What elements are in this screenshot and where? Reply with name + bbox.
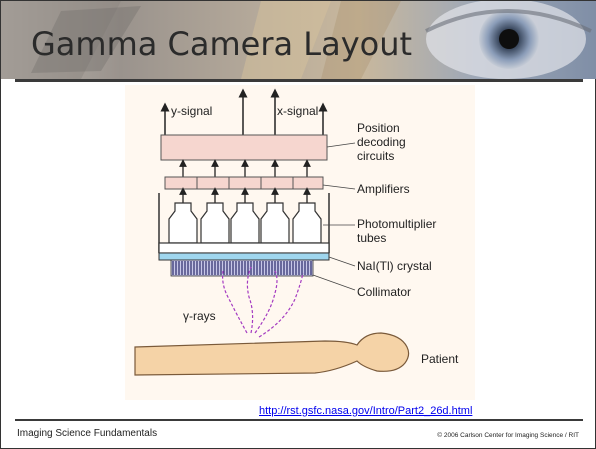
title-divider bbox=[15, 79, 583, 82]
patient-label: Patient bbox=[421, 352, 459, 366]
footer-divider bbox=[15, 419, 583, 421]
amplifier-row bbox=[165, 177, 323, 189]
y-signal-label: y-signal bbox=[171, 104, 212, 118]
crystal bbox=[159, 253, 329, 260]
position-decoding-box bbox=[161, 135, 327, 160]
photomultiplier-label-1: Photomultiplier bbox=[357, 217, 436, 231]
footer-copyright: © 2006 Carlson Center for Imaging Scienc… bbox=[437, 432, 579, 439]
photomultiplier-tubes bbox=[169, 203, 321, 243]
amplifiers-label: Amplifiers bbox=[357, 182, 410, 196]
collimator-label: Collimator bbox=[357, 285, 411, 299]
position-decoding-label-1: Position bbox=[357, 121, 400, 135]
amplifier-arrows bbox=[183, 163, 307, 177]
position-decoding-label-3: circuits bbox=[357, 149, 394, 163]
page-title: Gamma Camera Layout bbox=[31, 25, 412, 63]
patient-figure bbox=[135, 333, 409, 375]
tube-arrows bbox=[183, 191, 307, 203]
gamma-ray-paths bbox=[223, 267, 303, 337]
footer-course-title: Imaging Science Fundamentals bbox=[17, 428, 157, 439]
title-banner: Gamma Camera Layout bbox=[1, 1, 596, 79]
gamma-rays-label: γ-rays bbox=[183, 309, 216, 323]
photomultiplier-label-2: tubes bbox=[357, 231, 386, 245]
crystal-label: NaI(Tl) crystal bbox=[357, 259, 432, 273]
light-guide bbox=[159, 243, 329, 253]
collimator bbox=[171, 260, 313, 276]
source-link[interactable]: http://rst.gsfc.nasa.gov/Intro/Part2_26d… bbox=[259, 405, 472, 417]
gamma-camera-diagram: y-signal x-signal Position decoding circ… bbox=[125, 85, 475, 400]
x-signal-label: x-signal bbox=[277, 104, 318, 118]
gamma-camera-illustration: y-signal x-signal Position decoding circ… bbox=[125, 85, 475, 400]
position-decoding-label-2: decoding bbox=[357, 135, 406, 149]
